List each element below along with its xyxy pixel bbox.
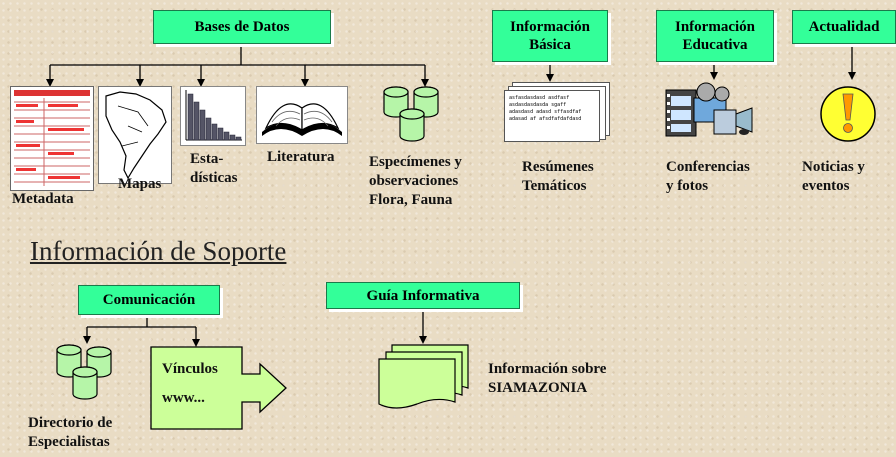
doc-text-line4: adasad af afsdfafdafdasd	[509, 116, 582, 122]
actualidad-label: Actualidad	[808, 19, 880, 35]
guia-informativa-label: Guía Informativa	[366, 287, 480, 304]
map-icon	[98, 86, 172, 184]
informacion-basica-line1: Información	[510, 19, 590, 35]
directorio-label: Directorio de Especialistas	[28, 414, 112, 452]
warning-icon	[820, 86, 876, 142]
estadisticas-line2: dísticas	[190, 169, 238, 186]
informacion-educativa-box[interactable]: Información Educativa	[656, 10, 774, 62]
estadisticas-label: Esta- dísticas	[190, 150, 238, 188]
especimenes-line1: Especímenes y	[369, 154, 462, 170]
doc-text-line3: adasdasd adasd sffasdfaf	[509, 109, 582, 115]
actualidad-box[interactable]: Actualidad	[792, 10, 896, 44]
especimenes-label: Especímenes y observaciones Flora, Fauna	[369, 153, 462, 209]
literatura-label: Literatura	[267, 149, 335, 165]
noticias-line2: eventos	[802, 177, 850, 194]
database-cylinders-icon	[383, 86, 439, 142]
bases-de-datos-label: Bases de Datos	[194, 19, 290, 35]
informacion-educativa-line1: Información	[675, 19, 755, 35]
vinculos-line1: Vínculos	[162, 361, 218, 377]
guia-documents-icon	[378, 344, 469, 409]
metadata-label: Metadata	[12, 191, 74, 207]
film-projector-icon	[665, 82, 753, 137]
noticias-line1: Noticias y	[802, 159, 865, 175]
conferencias-line2: y fotos	[666, 177, 709, 194]
bases-de-datos-box[interactable]: Bases de Datos	[153, 10, 331, 44]
mapas-label: Mapas	[118, 176, 162, 192]
informacion-basica-line2: Básica	[529, 37, 571, 53]
vinculos-label: Vínculos www...	[162, 360, 218, 408]
especimenes-line2: observaciones	[369, 172, 459, 189]
comunicacion-box[interactable]: Comunicación	[78, 285, 220, 315]
estadisticas-line1: Esta-	[190, 151, 224, 167]
informacion-educativa-line2: Educativa	[682, 37, 748, 53]
vinculos-arrow-callout[interactable]	[150, 346, 290, 430]
metadata-form-icon	[10, 86, 94, 191]
directorio-line2: Especialistas	[28, 433, 110, 450]
informacion-sobre-line1: Información sobre	[488, 361, 607, 377]
doc-text-line1: asfasdasdasd asdfasf	[509, 95, 570, 101]
resumenes-label: Resúmenes Temáticos	[522, 158, 594, 196]
conferencias-line1: Conferencias	[666, 159, 750, 175]
especimenes-line3: Flora, Fauna	[369, 191, 453, 208]
vinculos-line2: www...	[162, 389, 205, 406]
noticias-label: Noticias y eventos	[802, 158, 865, 196]
informacion-basica-box[interactable]: Información Básica	[492, 10, 608, 62]
directorio-line1: Directorio de	[28, 415, 113, 431]
resumenes-line2: Temáticos	[522, 177, 587, 194]
informacion-sobre-line2: SIAMAZONIA	[488, 379, 588, 396]
comunicacion-label: Comunicación	[102, 292, 196, 308]
informacion-sobre-label: Información sobre SIAMAZONIA	[488, 360, 606, 398]
stacked-documents-icon: asfasdasdasd asdfasf asdasdasdasda sgaff…	[504, 82, 610, 148]
guia-informativa-box[interactable]: Guía Informativa	[326, 282, 520, 309]
doc-text-line2: asdasdasdasda sgaff	[509, 102, 567, 108]
directory-database-icon	[56, 344, 112, 400]
resumenes-line1: Resúmenes	[522, 159, 594, 175]
conferencias-label: Conferencias y fotos	[666, 158, 750, 196]
support-heading: Información de Soporte	[30, 236, 287, 266]
bar-chart-icon	[180, 86, 246, 146]
open-book-icon	[256, 86, 348, 144]
